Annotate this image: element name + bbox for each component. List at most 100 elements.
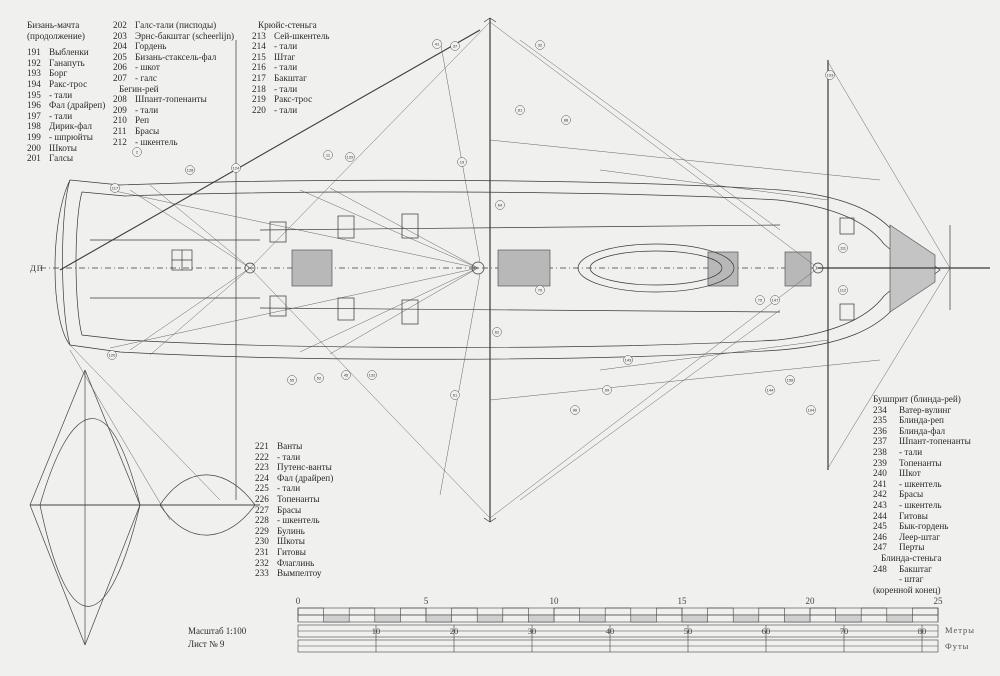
legend-item-number: 227	[255, 504, 269, 515]
legend-item-text: Брасы	[277, 504, 302, 515]
legend-item-text: Топенанты	[277, 493, 320, 504]
callout-marker: 112	[838, 285, 848, 295]
callout-marker: 64	[495, 200, 505, 210]
scale-segment	[579, 614, 606, 623]
scale-segment	[860, 607, 888, 616]
callout-marker: 61	[450, 390, 460, 400]
callout-number: 41	[435, 42, 440, 47]
callout-number: 144	[767, 388, 774, 393]
legend-item-number: 197	[27, 110, 41, 121]
legend-item-number: 215	[252, 51, 266, 62]
callout-number: 143	[625, 358, 632, 363]
mizzen-lateen-yard	[59, 29, 481, 271]
callout-circle	[107, 350, 117, 360]
legend-item-number: 206	[113, 62, 127, 73]
callout-marker: 19	[457, 157, 467, 167]
legend-item-text: - шкентель	[277, 515, 320, 526]
scale-segment	[809, 607, 836, 616]
scale-segment	[835, 614, 862, 623]
legend-item-text: Эрнс-бакштаг (scheerlijn)	[135, 30, 235, 41]
callout-marker: 124	[231, 163, 241, 173]
callout-marker: 52	[314, 373, 324, 383]
legend-item: 211 Брасы	[113, 126, 234, 137]
legend-item-number: 232	[255, 557, 269, 568]
legend-item-text: Леер-штаг	[899, 531, 941, 542]
legend-item-text: Перты	[899, 542, 925, 553]
legend-item: 193 Борг	[27, 68, 105, 79]
callout-marker: 32	[535, 40, 545, 50]
legend-item-text: - тали	[49, 110, 73, 121]
legend-item-number: 248	[873, 563, 887, 574]
callout-marker: 111	[838, 243, 848, 253]
callout-marker: 147	[770, 295, 780, 305]
legend-item-text: Фал (драйреп)	[49, 100, 106, 111]
callout-number: 37	[453, 44, 458, 49]
legend-item-text: - шкентель	[899, 499, 942, 510]
legend-item-number: 240	[873, 468, 887, 479]
scale-segment	[758, 607, 785, 616]
legend-bowsprit-title: Бушприт (блинда-рей)	[873, 394, 961, 404]
legend-item-text: Бакштаг	[274, 72, 307, 83]
legend-item-text: Выбленки	[49, 47, 89, 58]
legend-item-text: Булинь	[277, 525, 305, 536]
legend-item-text: - тали	[277, 483, 301, 494]
legend-item-number: 211	[113, 125, 127, 136]
callout-marker: 45	[341, 370, 351, 380]
callout-marker: 99	[602, 385, 612, 395]
scale-label: Масштаб 1:100	[188, 626, 247, 636]
callout-number: 99	[605, 388, 610, 393]
legend-item-text: Шкоты	[49, 142, 77, 153]
callout-marker: 75	[755, 295, 765, 305]
legend-item-text: Дирик-фал	[49, 121, 92, 132]
callout-marker: 104	[806, 405, 816, 415]
legend-item-text: Ракс-трос	[274, 94, 313, 105]
legend-item-number: 193	[27, 68, 41, 79]
legend-item-number: 201	[27, 153, 41, 164]
legend-item-text: - тали	[274, 104, 298, 115]
legend-item-text: Бакштаг	[899, 563, 932, 574]
callout-circle	[838, 285, 848, 295]
scale-segment	[374, 614, 401, 623]
legend-item-text: Борг	[49, 68, 68, 79]
legend-item-text: - тали	[277, 451, 301, 462]
callout-marker: 55	[287, 375, 297, 385]
legend-item-text: Шпант-топенанты	[899, 436, 971, 447]
legend-item: 206- шкот	[113, 62, 234, 73]
callout-number: 61	[453, 393, 458, 398]
callout-number: 158	[787, 378, 794, 383]
scale-segment	[297, 607, 324, 616]
callout-number: 32	[538, 43, 543, 48]
callout-circle	[450, 41, 460, 51]
legend-item-number: 221	[255, 441, 269, 451]
scale-segment	[604, 607, 632, 616]
callout-marker: 70	[535, 285, 545, 295]
legend-item-text: Шкоты	[277, 536, 305, 547]
callout-circle	[755, 295, 765, 305]
meters-label: Метры	[945, 625, 975, 635]
legend-item-number: 195	[27, 89, 41, 100]
legend-item-number: 203	[113, 30, 127, 41]
feet-tick-label: 50	[684, 626, 693, 636]
callout-marker: 96	[570, 405, 580, 415]
hatch-grating	[291, 249, 333, 287]
callout-circle	[495, 200, 505, 210]
legend-item-number: 202	[113, 20, 127, 30]
legend-item-text: Брасы	[135, 125, 160, 136]
hatch-grating	[497, 249, 551, 287]
meter-tick-label: 25	[934, 596, 944, 606]
callout-circle	[341, 370, 351, 380]
callout-circle	[785, 375, 795, 385]
legend-item-number: 191	[27, 47, 41, 58]
